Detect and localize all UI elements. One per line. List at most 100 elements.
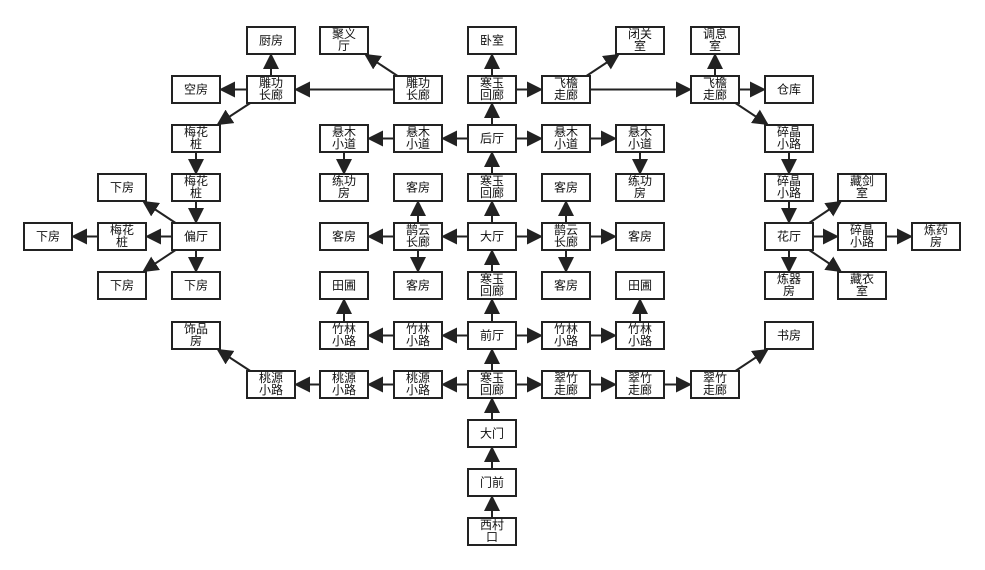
node-hanyu_low: 寒玉回廊 — [467, 370, 517, 399]
node-xiafang3: 下房 — [171, 271, 221, 300]
node-box — [171, 173, 221, 202]
node-suijing3: 碎晶小路 — [837, 222, 887, 251]
node-lianqi: 炼器房 — [764, 271, 814, 300]
node-label: 调息室 — [703, 26, 727, 53]
node-xuanmu3: 悬木小道 — [541, 124, 591, 153]
edges-layer — [71, 53, 913, 518]
node-box — [764, 321, 814, 350]
node-liangong1: 练功房 — [319, 173, 369, 202]
node-feiyan1: 飞檐走廊 — [541, 75, 591, 104]
node-suijing1: 碎晶小路 — [764, 124, 814, 153]
node-cangku: 仓库 — [764, 75, 814, 104]
node-label: 寒玉回廊 — [480, 75, 504, 102]
node-label: 门前 — [480, 475, 504, 490]
node-cuizhu3: 翠竹走廊 — [690, 370, 740, 399]
edge-pianting-to-xiafang2 — [142, 249, 177, 273]
node-label: 鹊云长廊 — [406, 223, 430, 249]
node-label: 练功房 — [332, 173, 356, 200]
node-xiafang2: 下房 — [97, 271, 147, 300]
node-kefang_a: 客房 — [393, 173, 443, 202]
edge-feiyan1-to-biguanshi — [585, 53, 620, 77]
node-label: 下房 — [36, 229, 60, 244]
node-label: 碎晶小路 — [777, 124, 801, 151]
node-box — [319, 124, 369, 153]
node-kefang_c: 客房 — [319, 222, 369, 251]
node-label: 飞檐走廊 — [703, 76, 727, 102]
node-label: 雕功长廊 — [406, 75, 430, 102]
node-label: 竹林小路 — [332, 322, 356, 348]
node-label: 梅花桩 — [184, 173, 208, 200]
node-box — [467, 222, 517, 251]
node-cangyi: 藏衣室 — [837, 271, 887, 300]
node-box — [764, 75, 814, 104]
node-label: 竹林小路 — [628, 322, 652, 348]
node-label: 聚义厅 — [332, 27, 356, 53]
node-box — [393, 75, 443, 104]
node-zhulin4: 竹林小路 — [615, 321, 665, 350]
node-diaogong1: 雕功长廊 — [246, 75, 296, 104]
node-box — [764, 173, 814, 202]
node-box — [393, 370, 443, 399]
node-tianpu2: 田圃 — [615, 271, 665, 300]
node-box — [319, 222, 369, 251]
node-diaogong2: 雕功长廊 — [393, 75, 443, 104]
node-xiafang_left: 下房 — [23, 222, 73, 251]
node-label: 寒玉回廊 — [480, 173, 504, 200]
node-label: 闭关室 — [628, 27, 652, 53]
node-box — [171, 75, 221, 104]
node-taoyuan3: 桃源小路 — [393, 370, 443, 399]
node-label: 悬木小道 — [554, 125, 578, 151]
node-label: 翠竹走廊 — [703, 371, 727, 397]
node-meihua3: 梅花桩 — [97, 222, 147, 251]
node-taoyuan1: 桃源小路 — [246, 370, 296, 399]
node-label: 厨房 — [259, 33, 283, 48]
node-label: 客房 — [628, 229, 652, 244]
node-label: 碎晶小路 — [777, 173, 801, 200]
node-box — [393, 321, 443, 350]
node-label: 客房 — [406, 180, 430, 195]
node-box — [171, 271, 221, 300]
node-box — [690, 370, 740, 399]
node-box — [319, 271, 369, 300]
node-label: 书房 — [777, 328, 801, 343]
node-shufang: 书房 — [764, 321, 814, 350]
node-label: 饰品房 — [184, 322, 208, 348]
node-label: 仓库 — [777, 82, 801, 97]
node-box — [171, 124, 221, 153]
node-box — [541, 222, 591, 251]
node-xuanmu2: 悬木小道 — [393, 124, 443, 153]
node-box — [171, 321, 221, 350]
node-label: 大厅 — [480, 230, 504, 244]
node-hanyu_up: 寒玉回廊 — [467, 173, 517, 202]
node-chufang: 厨房 — [246, 26, 296, 55]
node-xuanmu4: 悬木小道 — [615, 124, 665, 153]
node-damen: 大门 — [467, 419, 517, 448]
node-box — [615, 222, 665, 251]
node-kefang_d: 客房 — [615, 222, 665, 251]
node-label: 后厅 — [480, 132, 504, 146]
node-label: 寒玉回廊 — [480, 271, 504, 298]
node-meihua1: 梅花桩 — [171, 124, 221, 153]
node-box — [615, 271, 665, 300]
node-label: 田圃 — [628, 279, 652, 293]
node-label: 悬木小道 — [628, 125, 652, 151]
node-label: 雕功长廊 — [259, 75, 283, 102]
node-box — [97, 222, 147, 251]
node-label: 炼药房 — [924, 222, 948, 249]
node-feiyan2: 飞檐走廊 — [690, 75, 740, 104]
node-kefang_e: 客房 — [393, 271, 443, 300]
node-shipin: 饰品房 — [171, 321, 221, 350]
node-qianting: 前厅 — [467, 321, 517, 350]
node-liangong2: 练功房 — [615, 173, 665, 202]
node-box — [615, 370, 665, 399]
node-pianting: 偏厅 — [171, 222, 221, 251]
node-label: 竹林小路 — [554, 322, 578, 348]
edge-diaogong2-to-juyiting — [364, 53, 399, 77]
node-box — [764, 124, 814, 153]
node-label: 客房 — [554, 278, 578, 293]
node-label: 藏剑室 — [850, 173, 874, 200]
node-box — [541, 124, 591, 153]
node-houting: 后厅 — [467, 124, 517, 153]
node-label: 悬木小道 — [332, 125, 356, 151]
node-label: 卧室 — [480, 33, 504, 48]
